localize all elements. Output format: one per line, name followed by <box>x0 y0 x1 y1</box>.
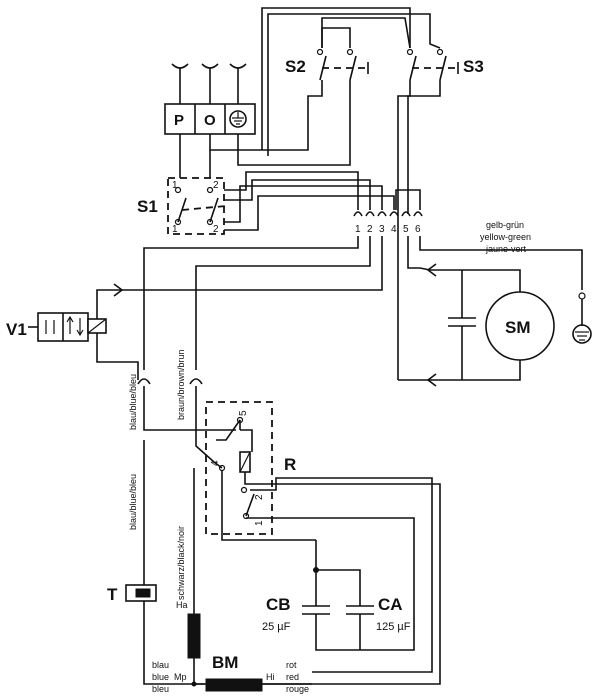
svg-text:rouge: rouge <box>286 684 309 694</box>
terminal-block: 1 2 3 4 5 6 <box>120 171 583 370</box>
t-thermostat: T <box>107 440 205 685</box>
s2-switch: S2 <box>285 48 369 81</box>
o-button-label: O <box>204 112 216 129</box>
ca-label: CA <box>378 595 403 614</box>
main-switch-block: P O <box>164 103 256 135</box>
svg-text:2: 2 <box>213 180 219 191</box>
earth-icon <box>572 292 592 344</box>
v1-label: V1 <box>6 320 27 339</box>
sm-motor: SM <box>398 263 555 387</box>
bottom-wire-labels: blau blue bleu rot red rouge <box>152 660 309 694</box>
p-button-label: P <box>174 112 184 129</box>
s1-label: S1 <box>137 197 158 216</box>
svg-text:red: red <box>286 672 299 682</box>
bm-label: BM <box>212 653 238 672</box>
svg-text:rot: rot <box>286 660 297 670</box>
svg-text:gelb-grün: gelb-grün <box>486 220 524 230</box>
ca-value: 125 µF <box>376 621 411 633</box>
r-relay: R 5 4 2 1 <box>205 401 441 685</box>
svg-text:SM: SM <box>505 318 531 337</box>
svg-text:6: 6 <box>415 224 421 235</box>
capacitors: CB CA 25 µF 125 µF <box>262 540 411 651</box>
svg-text:blau/blue/bleu: blau/blue/bleu <box>128 474 138 530</box>
svg-text:4: 4 <box>391 224 397 235</box>
ground-symbol-icon <box>229 110 247 128</box>
svg-text:2: 2 <box>213 224 219 235</box>
svg-text:3: 3 <box>379 224 385 235</box>
svg-text:blau: blau <box>152 660 169 670</box>
wire-connectors <box>137 378 236 469</box>
svg-text:5: 5 <box>238 410 249 416</box>
svg-text:1: 1 <box>172 224 178 235</box>
cb-value: 25 µF <box>262 621 291 633</box>
svg-text:blue: blue <box>152 672 169 682</box>
svg-text:blau/blue/bleu: blau/blue/bleu <box>128 374 138 430</box>
svg-text:bleu: bleu <box>152 684 169 694</box>
r-label: R <box>284 455 296 474</box>
bm-motor: BM Ha Mp Hi <box>174 468 312 692</box>
top-wiring <box>179 7 441 380</box>
s3-label: S3 <box>463 57 484 76</box>
svg-text:jaune-vert: jaune-vert <box>485 244 527 254</box>
svg-text:braun/brown/brun: braun/brown/brun <box>176 349 186 420</box>
t-label: T <box>107 585 118 604</box>
mains-connectors <box>171 63 247 108</box>
s1-switch: 1 2 1 2 S1 <box>137 177 227 235</box>
v1-valve: V1 <box>6 283 139 380</box>
svg-text:Hi: Hi <box>266 672 275 682</box>
svg-text:2: 2 <box>254 494 265 500</box>
svg-text:schwarz/black/noir: schwarz/black/noir <box>176 526 186 600</box>
cb-label: CB <box>266 595 291 614</box>
svg-text:4: 4 <box>210 460 221 466</box>
s3-switch: S3 <box>406 48 484 81</box>
svg-text:2: 2 <box>367 224 373 235</box>
svg-text:Mp: Mp <box>174 672 187 682</box>
svg-text:5: 5 <box>403 224 409 235</box>
svg-text:1: 1 <box>355 224 361 235</box>
svg-text:1: 1 <box>254 520 265 526</box>
svg-text:yellow-green: yellow-green <box>480 232 531 242</box>
s2-label: S2 <box>285 57 306 76</box>
ground-wire-label: gelb-grün yellow-green jaune-vert <box>480 220 531 254</box>
svg-text:1: 1 <box>172 180 178 191</box>
vertical-wire-labels: blau/blue/bleu braun/brown/brun blau/blu… <box>128 349 186 600</box>
svg-text:Ha: Ha <box>176 600 188 610</box>
